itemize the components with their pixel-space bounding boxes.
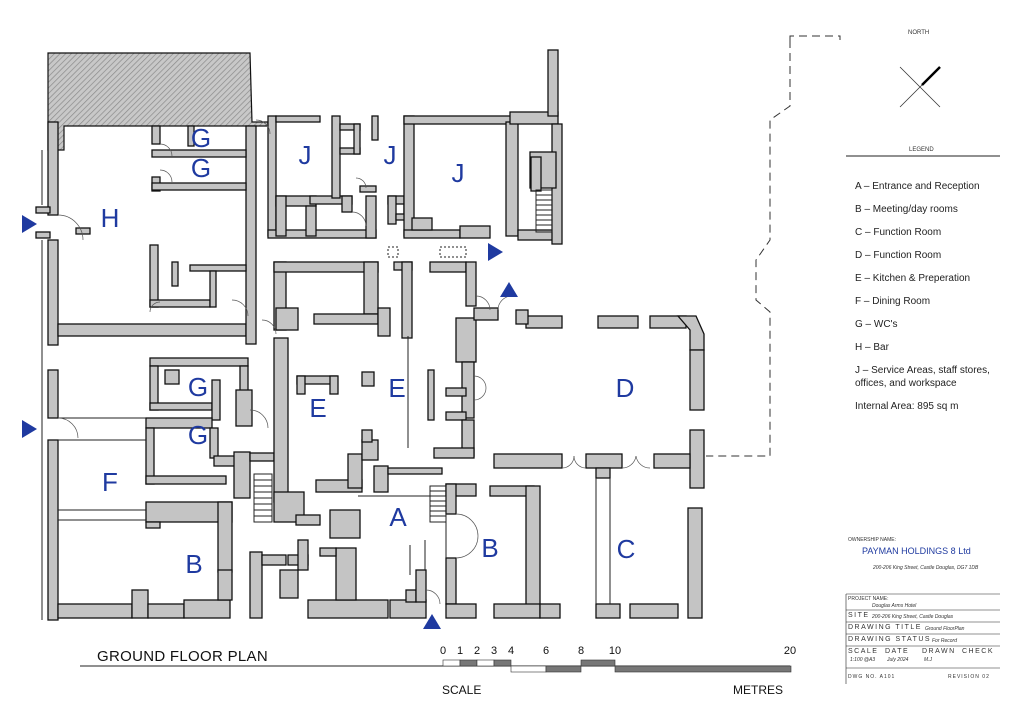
legend-item: C – Function Room — [855, 227, 942, 238]
scale-tick-label: 20 — [783, 645, 797, 657]
entrance-arrow-d-room — [500, 282, 518, 297]
stair-top-right — [535, 189, 553, 233]
room-label-f: F — [102, 467, 118, 497]
legend: A – Entrance and Reception B – Meeting/d… — [855, 180, 1020, 423]
stair-near-entrance — [429, 485, 447, 523]
room-label-j-left: J — [298, 140, 312, 170]
scale-tick-label: 6 — [542, 645, 550, 657]
date-value: July 2024 — [887, 657, 909, 663]
bar-entry-post — [35, 206, 51, 214]
drawn-key: DRAWN — [922, 648, 956, 655]
entrance-arrow-function — [488, 243, 503, 261]
scale-tick-label: 3 — [490, 645, 498, 657]
site-value: 200-206 King Street, Castle Douglas — [872, 614, 954, 620]
room-label-g-second: G — [190, 153, 212, 183]
wall-west-upper — [47, 121, 59, 216]
ownership-name: PAYMAN HOLDINGS 8 Ltd — [862, 546, 971, 556]
entrance-arrow-main — [423, 614, 441, 629]
site-boundary — [706, 35, 841, 457]
project-value: Douglas Arms Hotel — [872, 603, 917, 609]
room-label-d: D — [615, 373, 635, 403]
stair-central — [253, 473, 273, 523]
room-label-e-left: E — [309, 393, 327, 423]
north-label: NORTH — [908, 30, 930, 36]
legend-title: LEGEND — [909, 147, 934, 153]
drawing-title-value: Ground FloorPlan — [925, 626, 965, 632]
wall-west-low — [47, 369, 59, 419]
wall-west-mid — [47, 239, 59, 346]
room-label-g-top: G — [190, 123, 212, 153]
scale-value: 1:100 @A3 — [850, 657, 876, 663]
drawing-status-value: For Record — [932, 638, 958, 644]
legend-item: G – WC's — [855, 319, 898, 330]
scale-key: SCALE — [848, 648, 879, 655]
scale-tick-label: 10 — [608, 645, 622, 657]
revision: REVISION 02 — [948, 674, 990, 680]
scale-tick-label: 0 — [439, 645, 447, 657]
door-swings — [57, 119, 651, 605]
drawing-status-key: DRAWING STATUS — [848, 636, 932, 643]
room-label-e-right: E — [388, 373, 406, 403]
legend-item: D – Function Room — [855, 250, 942, 261]
legend-item: F – Dining Room — [855, 296, 931, 307]
entrance-arrow-west-bar — [22, 215, 37, 233]
legend-item: J – Service Areas, staff stores, offices… — [855, 365, 990, 389]
legend-item: B – Meeting/day rooms — [855, 204, 958, 215]
legend-item: A – Entrance and Reception — [855, 181, 980, 192]
scale-tick-label: 8 — [577, 645, 585, 657]
room-label-g-third: G — [187, 372, 209, 402]
legend-item: H – Bar — [855, 342, 889, 353]
scale-tick-label: 4 — [507, 645, 515, 657]
scale-label: SCALE — [442, 683, 482, 697]
room-label-b-left: B — [185, 549, 203, 579]
drawn-value: M.J — [924, 657, 933, 663]
title-block-lines — [845, 593, 1000, 684]
drawing-number: DWG NO. A101 — [848, 674, 896, 680]
project-label: PROJECT NAME: — [848, 596, 889, 602]
plan-title: GROUND FLOOR PLAN — [97, 648, 268, 665]
date-key: DATE — [885, 648, 910, 655]
room-label-g-fourth: G — [187, 420, 209, 450]
room-label-c: C — [616, 534, 636, 564]
wall-west-dining — [47, 439, 59, 621]
room-label-b-right: B — [481, 533, 499, 563]
scale-bar — [442, 659, 792, 673]
room-label-j-middle: J — [383, 140, 397, 170]
internal-area: Internal Area: 895 sq m — [855, 401, 959, 412]
room-label-j-right: J — [451, 158, 465, 188]
room-label-h: H — [100, 203, 120, 233]
ownership-label: OWNERSHIP NAME: — [848, 537, 896, 543]
legend-item: E – Kitchen & Preperation — [855, 273, 971, 284]
metres-label: METRES — [733, 683, 784, 697]
drawing-title-key: DRAWING TITLE — [848, 624, 922, 631]
bar-entry-post2 — [35, 231, 51, 239]
entrance-arrow-west-dining — [22, 420, 37, 438]
scale-tick-label: 2 — [473, 645, 481, 657]
scale-tick-label: 1 — [456, 645, 464, 657]
check-key: CHECK — [962, 648, 995, 655]
room-label-a: A — [389, 502, 407, 532]
ownership-address: 200-206 King Street, Castle Douglas, DG7… — [873, 565, 979, 571]
north-arrow-icon — [899, 66, 941, 108]
site-key: SITE — [848, 612, 870, 619]
